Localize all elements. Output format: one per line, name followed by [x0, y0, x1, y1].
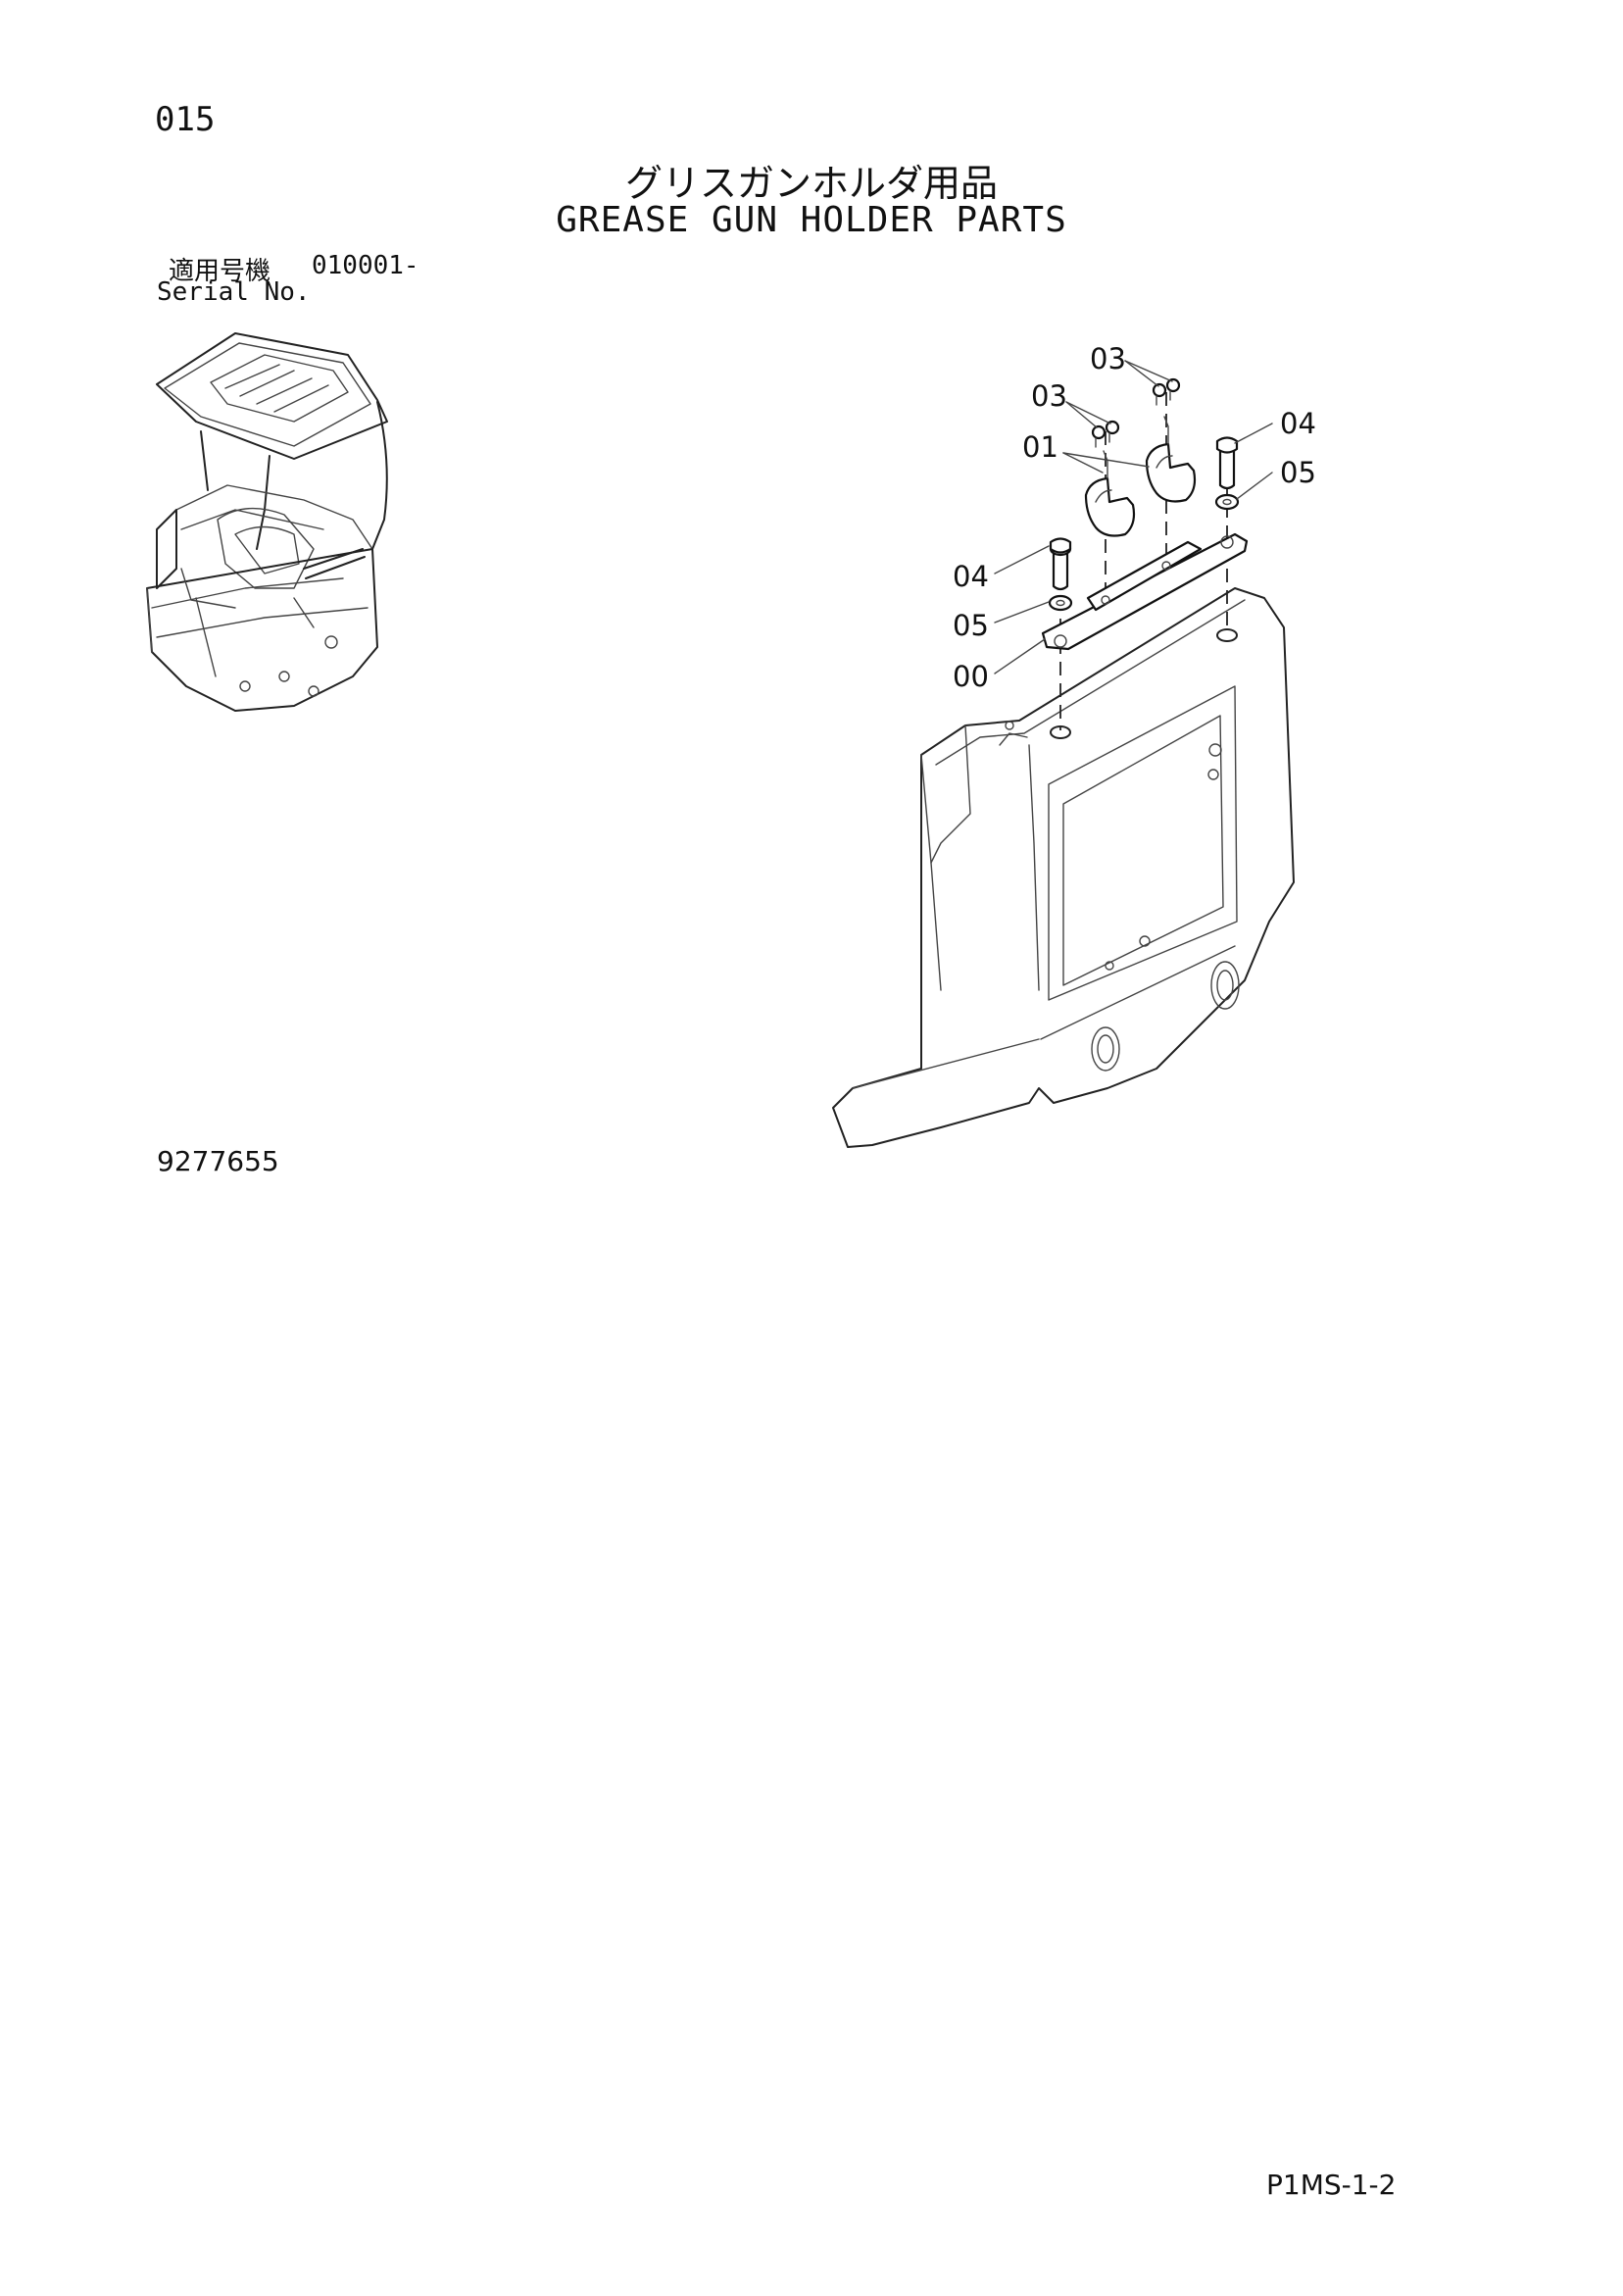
bolt-04-left — [1049, 537, 1072, 591]
drawing-number: 9277655 — [157, 1145, 279, 1177]
rear-panel-body — [832, 587, 1295, 1148]
callout-03-upper: 03 — [1090, 342, 1126, 375]
serial-label-japanese: 適用号機 — [169, 257, 271, 286]
cab-frame — [146, 430, 378, 712]
page-title-english: GREASE GUN HOLDER PARTS — [556, 200, 1067, 240]
callout-03-lower: 03 — [1031, 379, 1067, 413]
callout-05-right: 05 — [1280, 456, 1316, 489]
serial-number: 010001- — [312, 251, 419, 280]
serial-label-english: Serial No. — [157, 277, 311, 307]
leader-lines — [994, 360, 1273, 674]
holder-01-left — [1084, 450, 1136, 537]
page-number: 015 — [155, 100, 216, 139]
callout-04-right: 04 — [1280, 407, 1316, 440]
bracket-plate-00 — [1041, 532, 1249, 651]
callout-01: 01 — [1022, 430, 1058, 464]
callout-05-left: 05 — [953, 609, 989, 642]
bolt-04-right — [1215, 436, 1239, 490]
page-code: P1MS-1-2 — [1266, 2169, 1397, 2201]
callout-00: 00 — [953, 660, 989, 693]
callout-04-left: 04 — [953, 560, 989, 593]
holder-01-right — [1145, 416, 1197, 503]
screw-03-right-pair — [1152, 377, 1181, 406]
page-title-japanese: グリスガンホルダ用品 — [624, 162, 998, 205]
canopy-roof — [156, 332, 388, 550]
washer-05-left — [1048, 594, 1073, 612]
screw-03-left-pair — [1091, 420, 1120, 448]
washer-05-right — [1214, 493, 1240, 511]
